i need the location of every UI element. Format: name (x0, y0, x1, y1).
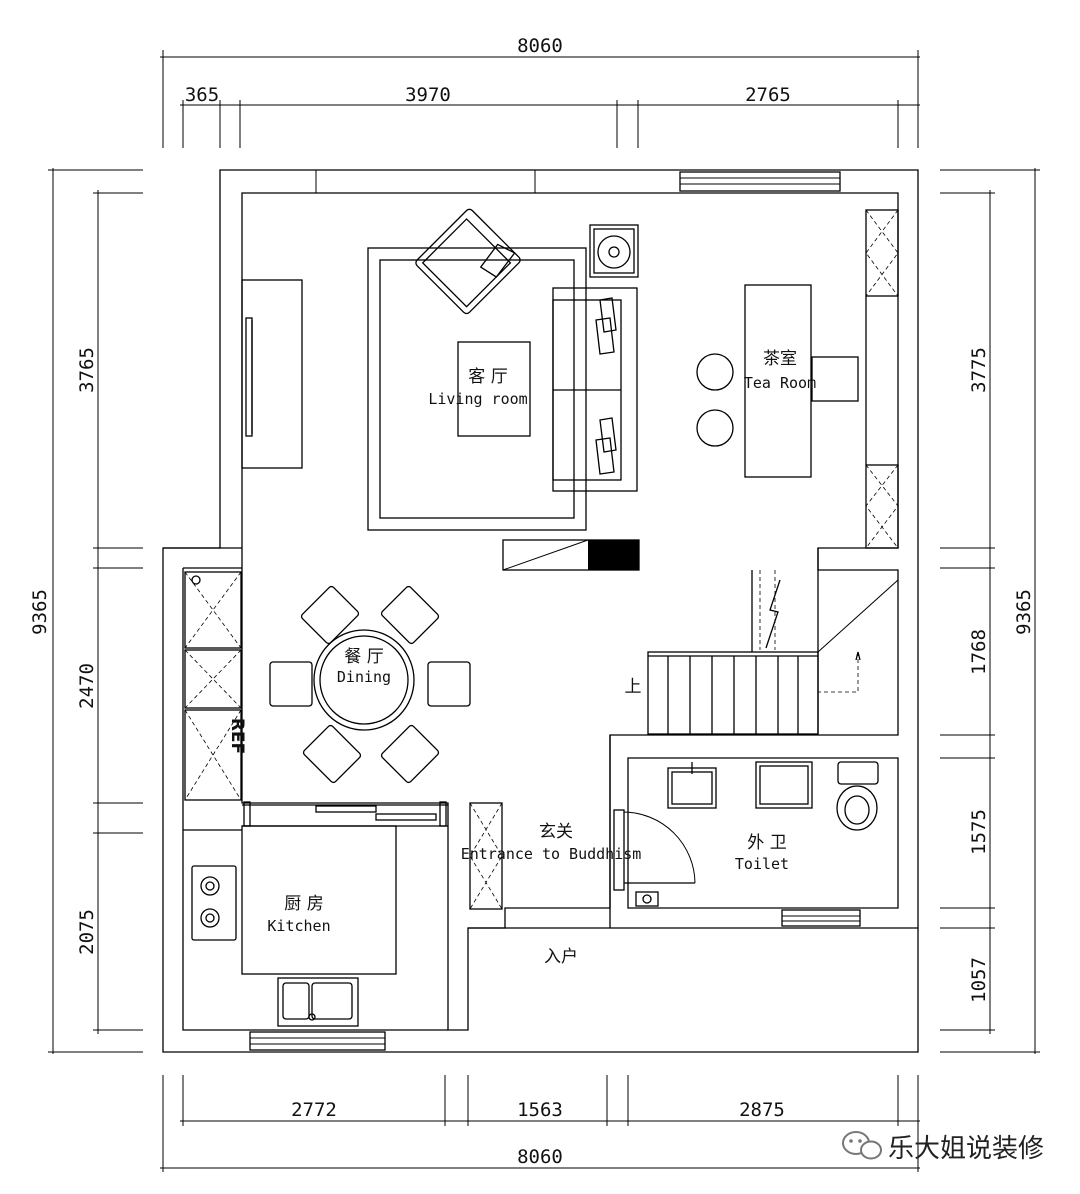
dim-top-seg-2: 3970 (405, 84, 451, 106)
dining-label-en: Dining (337, 668, 391, 686)
dim-bottom-total: 8060 (517, 1146, 563, 1168)
living-room-label-en: Living room (428, 390, 527, 408)
living-room-furniture (241, 208, 640, 571)
dim-left-seg-1: 3765 (76, 347, 98, 393)
dim-top-seg-3: 2765 (745, 84, 791, 106)
stair-up-label: 上 (625, 677, 642, 697)
dim-right-seg-4: 1057 (968, 957, 990, 1003)
entrance-furniture (469, 802, 696, 910)
fridge-label: REF (227, 718, 247, 754)
dining-chairs (269, 585, 471, 784)
dim-bottom-seg-3: 2875 (739, 1099, 785, 1121)
armchair (415, 208, 521, 315)
toilet-label-en: Toilet (735, 855, 789, 873)
dimension-lines (48, 50, 1040, 1172)
dining-furniture (184, 571, 471, 801)
walls (162, 169, 919, 1053)
staircase (647, 548, 899, 735)
dim-right-seg-3: 1575 (968, 809, 990, 855)
entrance-label-en: Entrance to Buddhism (461, 845, 642, 863)
dining-label: 餐 厅 (344, 647, 383, 667)
dim-left-seg-3: 2075 (76, 909, 98, 955)
dim-bottom-seg-2: 1563 (517, 1099, 563, 1121)
dim-right-total: 9365 (1013, 589, 1035, 635)
dim-top-total: 8060 (517, 35, 563, 57)
dim-right-seg-1: 3775 (968, 347, 990, 393)
dim-right-seg-2: 1768 (968, 629, 990, 675)
stair-treads (667, 656, 799, 734)
watermark-text: 乐大姐说装修 (888, 1134, 1044, 1164)
floor-fan-icon (589, 224, 639, 278)
tea-room-furniture (696, 209, 899, 549)
living-room-label: 客 厅 (468, 367, 507, 387)
dim-left-seg-2: 2470 (76, 663, 98, 709)
dim-bottom-seg-1: 2772 (291, 1099, 337, 1121)
toilet-fixtures (667, 761, 879, 831)
kitchen-furniture (191, 825, 397, 1027)
tea-room-label: 茶室 (763, 349, 797, 369)
dim-top-seg-1: 365 (185, 84, 219, 106)
tea-room-label-en: Tea Room (744, 374, 816, 392)
wechat-icon (842, 1131, 882, 1160)
dim-left-total: 9365 (29, 589, 51, 635)
entry-label: 入户 (544, 947, 578, 967)
cushion-icons (595, 297, 617, 475)
kitchen-label-en: Kitchen (267, 917, 330, 935)
kitchen-label: 厨 房 (284, 894, 323, 914)
entrance-label: 玄关 (539, 822, 573, 842)
toilet-label: 外 卫 (747, 833, 786, 853)
